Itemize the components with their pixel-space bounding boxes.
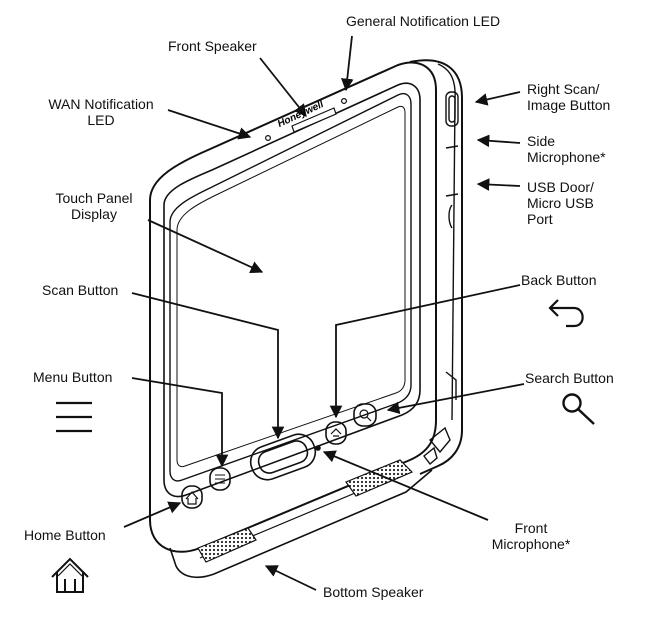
home-icon	[51, 557, 89, 593]
label-right-scan: Right Scan/ Image Button	[527, 81, 611, 113]
home-hw-button	[181, 485, 203, 509]
label-wan-led: WAN Notification LED	[48, 96, 154, 128]
label-side-mic: Side Microphone*	[527, 133, 606, 165]
label-home-button: Home Button	[24, 527, 106, 543]
back-hw-button	[325, 421, 347, 445]
callout-lines	[123, 35, 525, 591]
back-arrow-icon	[548, 299, 584, 328]
front-buttons	[181, 403, 377, 509]
label-bottom-speaker: Bottom Speaker	[323, 584, 424, 600]
speakers-leds	[197, 97, 414, 563]
label-general-led: General Notification LED	[346, 13, 501, 29]
side-controls	[423, 91, 459, 466]
label-front-mic: Front Microphone*	[491, 520, 571, 552]
search-hw-button	[353, 403, 377, 427]
label-touch-panel: Touch Panel Display	[55, 190, 133, 222]
label-scan-button: Scan Button	[42, 282, 119, 298]
menu-lines-icon	[56, 401, 92, 433]
label-search-button: Search Button	[525, 370, 614, 386]
label-front-speaker: Front Speaker	[168, 38, 257, 54]
scan-hw-button	[249, 433, 317, 481]
device-body	[149, 59, 463, 579]
label-back-button: Back Button	[521, 272, 597, 288]
magnifier-icon	[562, 393, 595, 425]
label-usb-door: USB Door/ Micro USB Port	[527, 179, 594, 227]
label-menu-button: Menu Button	[33, 369, 113, 385]
menu-hw-button	[209, 467, 231, 491]
